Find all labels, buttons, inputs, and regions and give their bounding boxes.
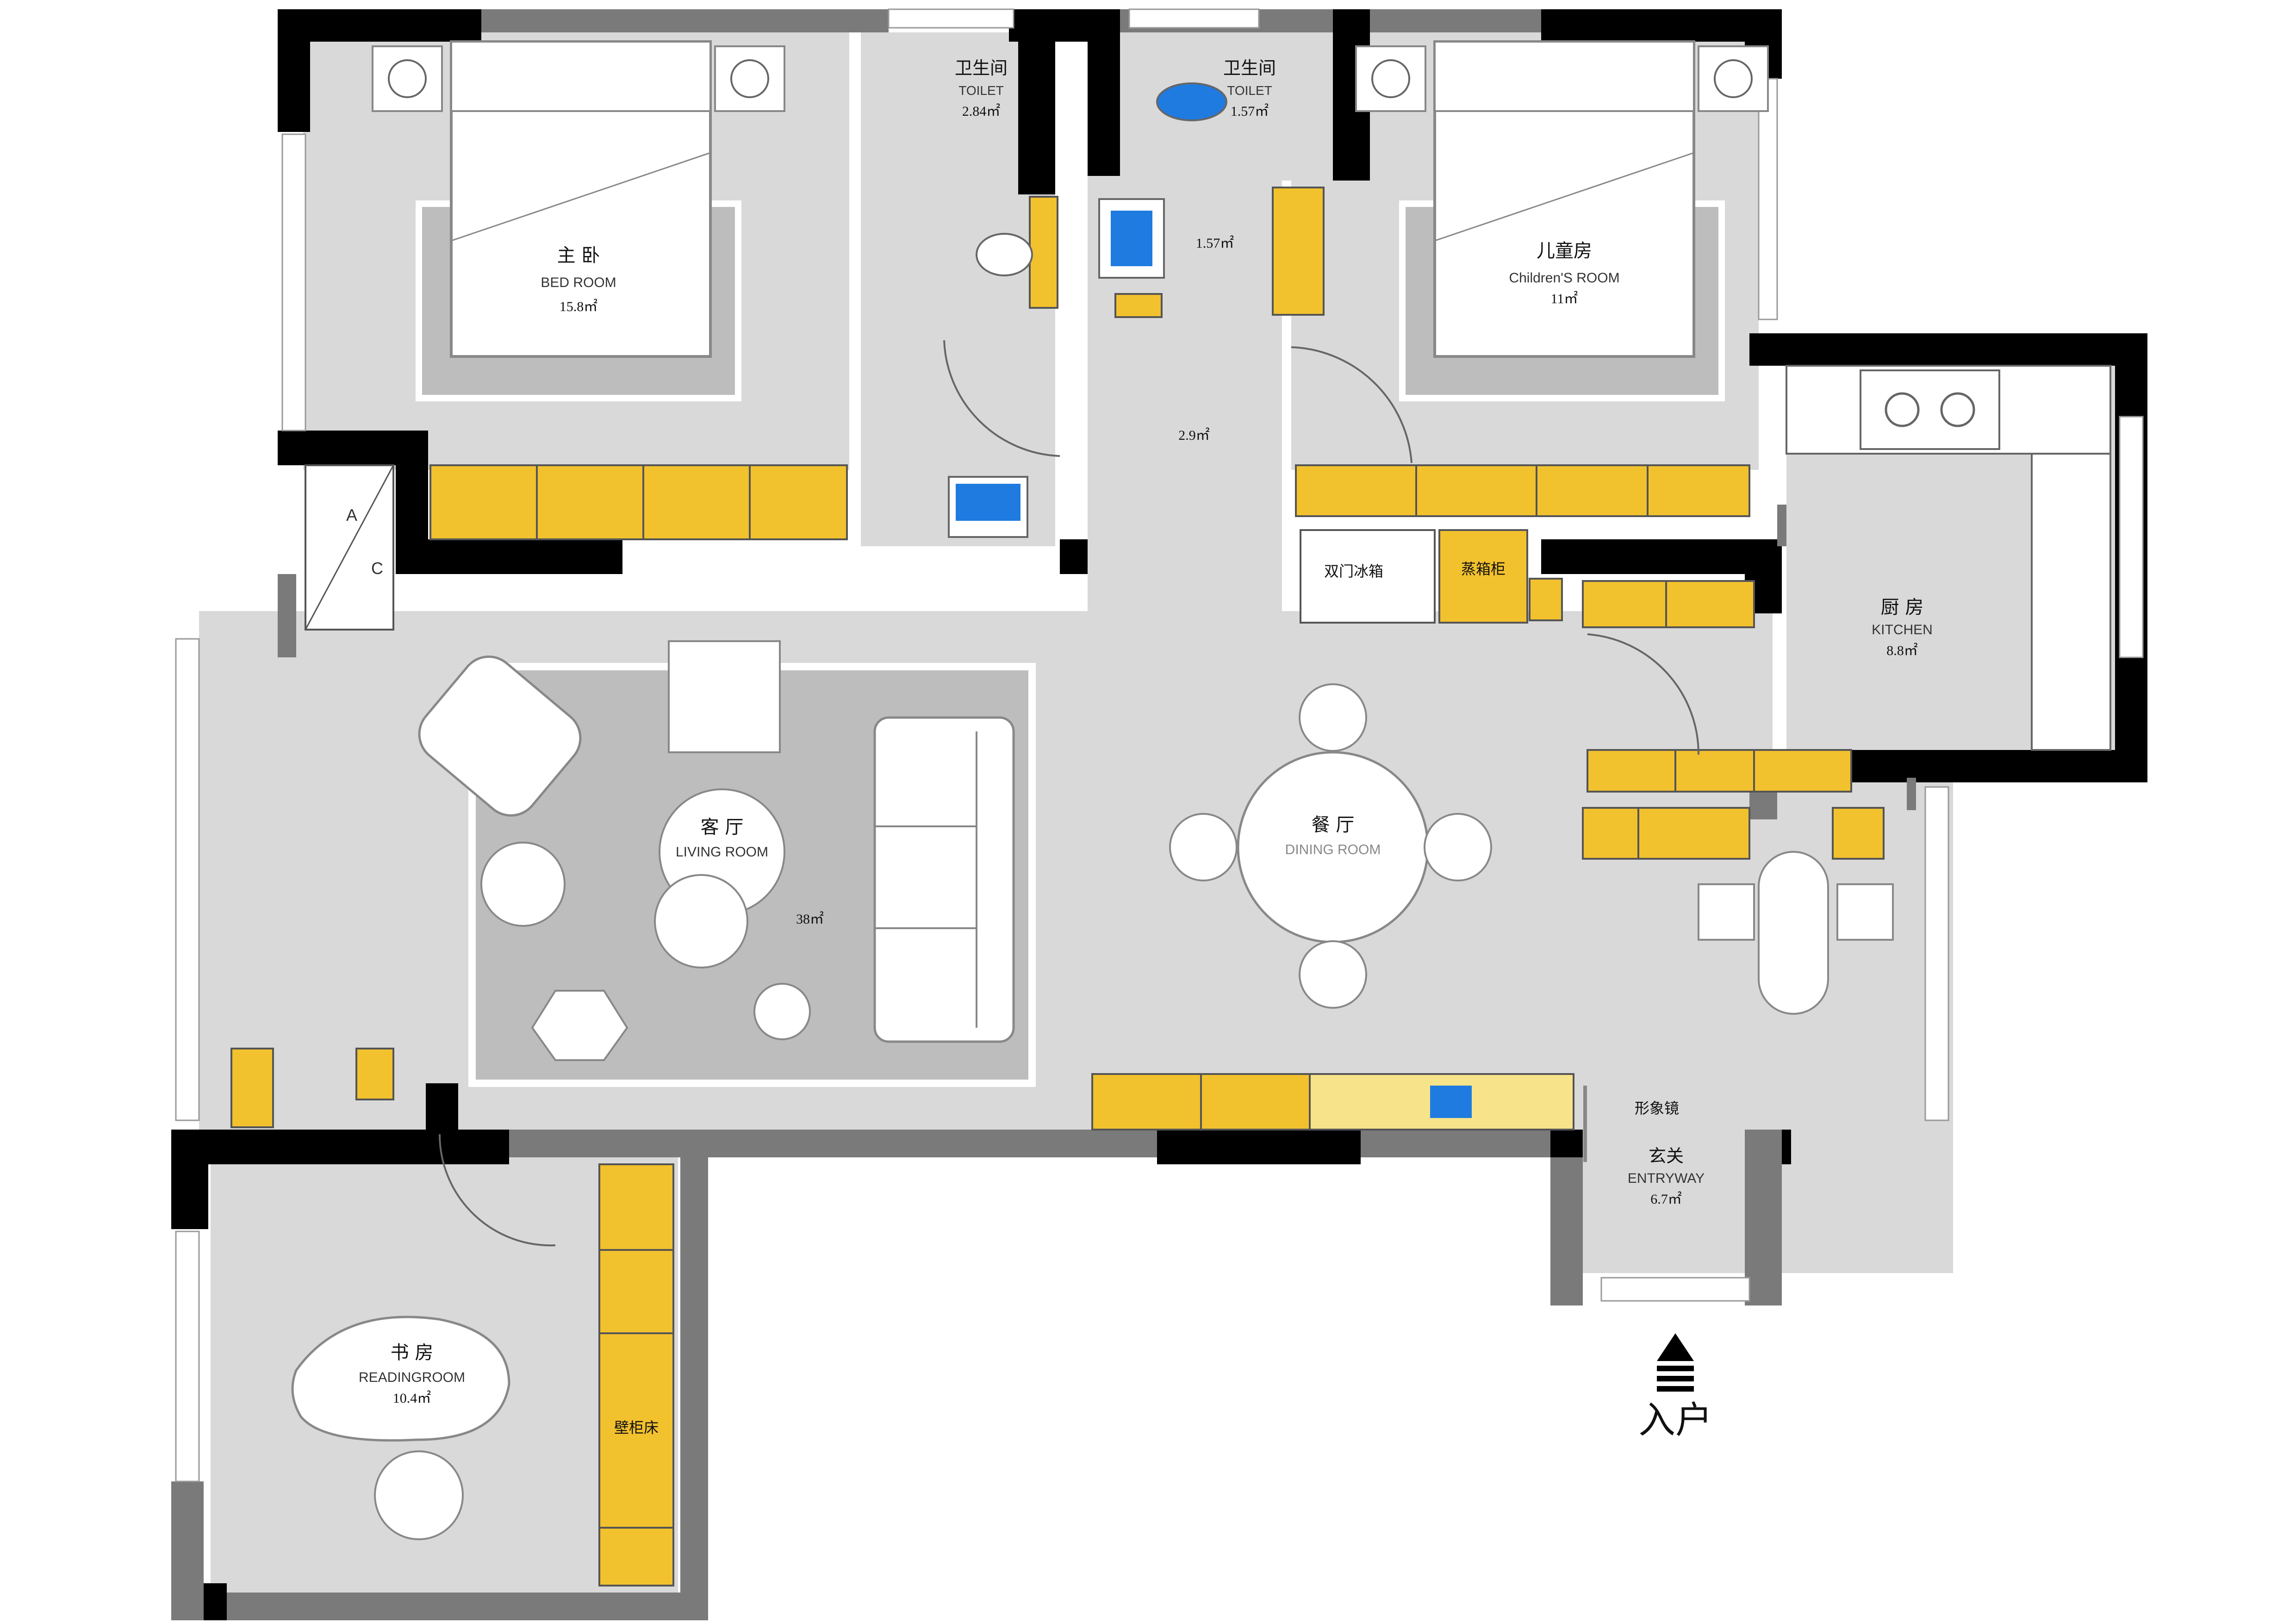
steam-cabinet-label: 蒸箱柜 [1461,560,1506,578]
entryway-name: 玄关 [1649,1146,1684,1166]
kitchen-name: 厨 房 [1881,597,1924,618]
stove [1860,369,2000,450]
entry-stool-1 [1698,883,1755,941]
steam-cabinet [1438,529,1528,624]
dining-room-name: 餐 厅 [1312,814,1355,836]
hallway-area: 2.9㎡ [1178,428,1210,443]
coffee-table-2 [654,874,748,968]
toilet2-name-en: TOILET [1227,83,1272,98]
reading-room-name: 书 房 [391,1342,434,1363]
toilet2-name: 卫生间 [1223,58,1276,78]
toilet1-name: 卫生间 [955,58,1008,78]
cabinet-dividers [536,465,1755,1529]
living-side-cabinet-2 [355,1048,394,1100]
master-wardrobe [429,464,848,540]
door-arc-icon [438,340,1700,1247]
kitchen-area: 8.8㎡ [1886,643,1918,658]
study-desk [291,1316,510,1442]
hex-stool [531,990,628,1061]
cabinets [230,187,1885,1587]
children-room-area: 11㎡ [1551,291,1578,306]
ac-label-a: A [346,506,357,525]
armchair [418,656,582,817]
toilet2-area: 1.57㎡ [1231,104,1269,119]
master-bedroom-name-en: BED ROOM [541,275,616,290]
study-chair [374,1450,464,1540]
kitchen-right-counter [2031,453,2111,751]
master-bedroom-area: 15.8㎡ [560,299,598,314]
living-room-name: 客 厅 [701,817,744,838]
washroom-area: 1.57㎡ [1196,236,1234,251]
entrance-label: 入户 [1638,1399,1712,1442]
dining-room-name-en: DINING ROOM [1285,842,1381,857]
mirror-label: 形象镜 [1635,1099,1679,1117]
living-side-cabinet [230,1048,274,1128]
side-table [480,842,566,927]
stool [753,983,811,1040]
entryway-area: 6.7㎡ [1650,1192,1682,1207]
master-bed [372,40,785,358]
reading-room-area: 10.4㎡ [393,1391,431,1406]
children-room-name: 儿童房 [1537,240,1592,262]
walls-grey [171,9,1916,1620]
reading-room-name-en: READINGROOM [359,1370,465,1385]
children-bed [1355,40,1769,358]
wall-bed [598,1163,674,1587]
toilet1-cabinet [1029,196,1058,309]
toilet-icon [976,82,1227,276]
bath-cabinet [1272,187,1325,316]
kitchen-name-en: KITCHEN [1872,622,1933,637]
kitchen-lower-cabinet [1587,749,1852,793]
entry-cabinet [1582,807,1750,860]
kitchen-upper-cabinet [1582,580,1755,628]
up-arrow-icon [1657,1333,1694,1392]
fridge-label: 双门冰箱 [1324,562,1383,580]
ac-label-c: C [371,559,383,578]
small-cabinet [1114,293,1163,318]
entry-side-cabinet [1832,807,1885,860]
living-room-name-en: LIVING ROOM [676,844,768,860]
cabinet-3330 [1529,578,1563,621]
labels: 主 卧 BED ROOM 15.8㎡ 卫生间 TOILET 2.84㎡ 卫生间 … [346,58,1933,1437]
living-room-area: 38㎡ [796,912,824,927]
entryway-name-en: ENTRYWAY [1628,1171,1705,1186]
tv-stand [668,640,781,753]
toilet1-name-en: TOILET [958,83,1004,98]
master-bedroom-name: 主 卧 [557,245,600,266]
sofa [873,716,1015,1043]
entry-stool-2 [1836,883,1894,941]
wall-bed-label: 壁柜床 [614,1419,659,1437]
children-wardrobe [1295,464,1750,517]
windows [175,8,2144,1482]
fridge [1300,529,1436,624]
children-room-name-en: Children'S ROOM [1509,270,1619,286]
toilet1-area: 2.84㎡ [962,104,1001,119]
dining-chairs [1169,683,1492,1009]
entry-bench [1758,851,1829,1015]
